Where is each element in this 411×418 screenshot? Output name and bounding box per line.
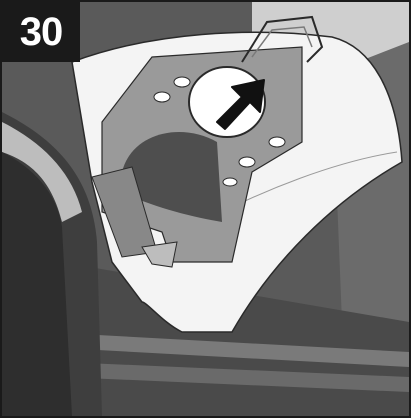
bag-handle [241,15,324,63]
tab-right-3 [222,177,238,187]
housing-rim-2 [62,362,409,392]
bag-holder-cutout [122,132,222,222]
tab-right-1 [268,136,286,148]
bag-handle-inner [251,26,313,58]
guide-rail-bottom [141,241,178,268]
left-body-highlight [2,122,82,222]
housing-rim [42,332,409,367]
tab-right-2 [238,156,256,168]
tab-left-1 [173,76,191,88]
direction-arrow [216,79,265,130]
step-number-badge: 30 [2,2,80,62]
tab-left-2 [153,91,171,103]
left-body-shade [2,152,72,416]
